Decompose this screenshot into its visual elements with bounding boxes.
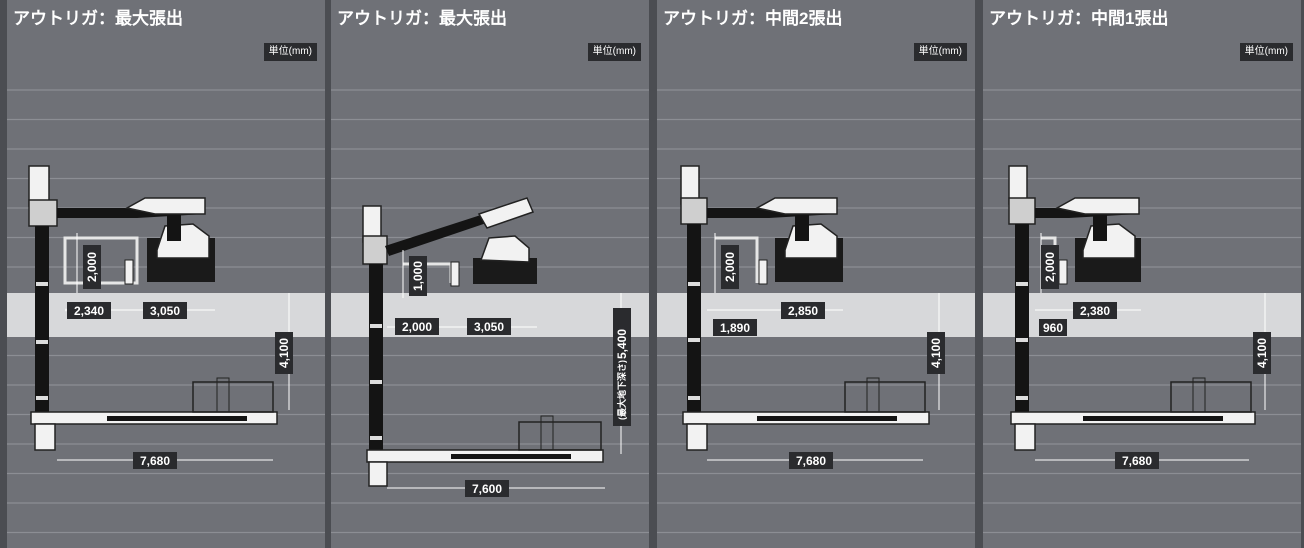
dim-height-label: 2,000	[85, 252, 99, 282]
dim-total-box: 7,680	[133, 452, 177, 469]
unit-badge: 単位(mm)	[587, 43, 641, 61]
dim-reach-label: 3,050	[474, 320, 504, 334]
unit-badge: 単位(mm)	[1239, 43, 1293, 61]
dim-reach-label: 2,850	[788, 304, 818, 318]
dim-height-box: 2,000	[83, 245, 101, 289]
panel-title: アウトリガ：最大張出	[13, 9, 183, 28]
panel-mid-1-extension: アウトリガ：中間1張出 単位(mm)	[983, 0, 1301, 548]
truck-drawing	[362, 197, 604, 487]
dim-total-box: 7,600	[465, 480, 509, 497]
dim-total-label: 7,600	[472, 482, 502, 496]
dim-reach-label: 2,380	[1080, 304, 1110, 318]
unit-badge: 単位(mm)	[263, 43, 317, 61]
panel-max-extension-1: アウトリガ：最大張出 単位(mm)	[7, 0, 325, 548]
dim-height-label: 2,000	[1043, 252, 1057, 282]
dim-offset-label: 960	[1043, 321, 1063, 335]
truck-diagram: 2,000 960 2,380 4,100 7,680	[983, 89, 1301, 534]
dim-offset-box: 960	[1039, 319, 1067, 336]
dim-depth-box: 5,400 (最大地下深さ)	[613, 308, 631, 426]
dim-height-label: 2,000	[723, 252, 737, 282]
dim-depth-box: 4,100	[1253, 332, 1271, 374]
dim-offset-box: 2,000	[395, 318, 439, 335]
dim-reach-box: 3,050	[467, 318, 511, 335]
dim-height-box: 2,000	[1041, 245, 1059, 289]
panel-max-extension-2: アウトリガ：最大張出 単位(mm)	[331, 0, 649, 548]
dim-reach-box: 2,380	[1073, 302, 1117, 319]
dim-depth-label: 4,100	[1255, 338, 1269, 368]
panel-mid-2-extension: アウトリガ：中間2張出 単位(mm)	[657, 0, 975, 548]
unit-badge: 単位(mm)	[913, 43, 967, 61]
dim-depth-box: 4,100	[275, 332, 293, 374]
dim-depth-box: 4,100	[927, 332, 945, 374]
dim-depth-label: 5,400	[615, 329, 629, 359]
panel-title: アウトリガ：中間2張出	[663, 9, 843, 28]
truck-diagram: 1,000 2,000 3,050 5,400 (最大地下深さ) 7,600	[331, 89, 649, 534]
dim-depth-note: (最大地下深さ)	[616, 360, 627, 420]
dim-depth-label: 4,100	[277, 338, 291, 368]
dim-height-label: 1,000	[411, 261, 425, 291]
dim-reach-box: 3,050	[143, 302, 187, 319]
dim-offset-label: 1,890	[720, 321, 750, 335]
ground-band	[983, 293, 1301, 337]
dim-height-box: 2,000	[721, 245, 739, 289]
dim-reach-box: 2,850	[781, 302, 825, 319]
panel-title: アウトリガ：中間1張出	[989, 9, 1169, 28]
dim-offset-box: 1,890	[713, 319, 757, 336]
dim-depth-label: 4,100	[929, 338, 943, 368]
dim-reach-label: 3,050	[150, 304, 180, 318]
dim-total-label: 7,680	[1122, 454, 1152, 468]
truck-diagram: 2,000 2,340 3,050 4,100 7,680	[7, 89, 325, 534]
dim-total-box: 7,680	[1115, 452, 1159, 469]
truck-drawing	[680, 165, 930, 451]
dim-total-label: 7,680	[796, 454, 826, 468]
truck-diagram: 2,000 1,890 2,850 4,100 7,680	[657, 89, 975, 534]
panel-title: アウトリガ：最大張出	[337, 9, 507, 28]
truck-drawing	[1008, 165, 1256, 451]
dim-offset-label: 2,000	[402, 320, 432, 334]
dim-offset-label: 2,340	[74, 304, 104, 318]
dim-offset-box: 2,340	[67, 302, 111, 319]
dim-height-box: 1,000	[409, 256, 427, 296]
dim-total-box: 7,680	[789, 452, 833, 469]
dim-total-label: 7,680	[140, 454, 170, 468]
